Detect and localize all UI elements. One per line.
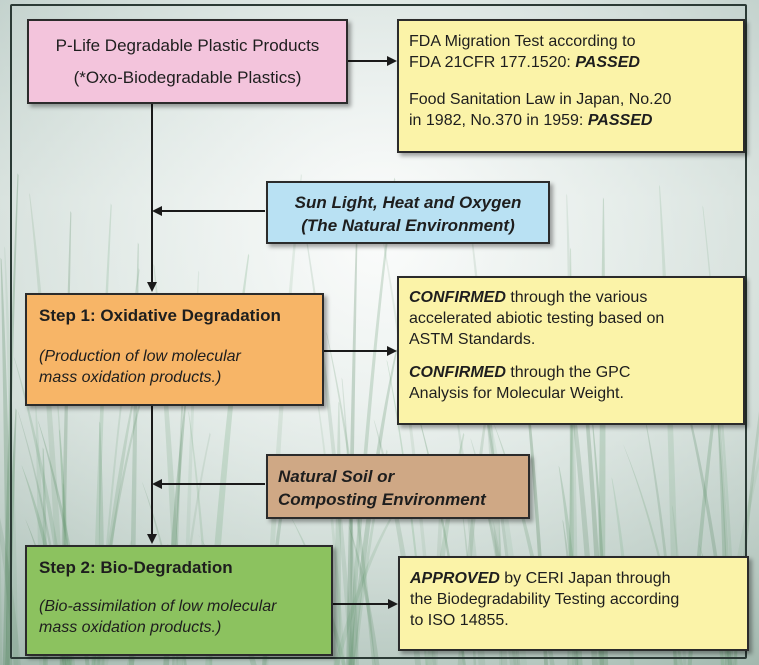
grass-blade — [0, 257, 13, 665]
approved-line-2: the Biodegradability Testing according — [410, 591, 680, 608]
grass-blade — [302, 216, 354, 665]
step2-desc-line-1: (Bio-assimilation of low molecular — [39, 598, 277, 615]
approved-box: APPROVED by CERI Japan through the Biode… — [398, 556, 749, 651]
soil-line-2: Composting Environment — [278, 490, 486, 509]
step2-title: Step 2: Bio-Degradation — [39, 558, 233, 577]
food-law-standard: in 1982, No.370 in 1959: — [409, 112, 588, 129]
grass-blade — [349, 348, 398, 665]
products-box: P-Life Degradable Plastic Products (*Oxo… — [27, 19, 348, 104]
soil-box: Natural Soil or Composting Environment — [266, 454, 530, 519]
approved-line-3: to ISO 14855. — [410, 612, 509, 629]
grass-blade — [326, 331, 376, 665]
fda-standard: FDA 21CFR 177.1520: — [409, 54, 576, 71]
confirmed-box: CONFIRMED through the various accelerate… — [397, 276, 745, 425]
fda-line-1: FDA Migration Test according to — [409, 33, 636, 50]
sunlight-box: Sun Light, Heat and Oxygen (The Natural … — [266, 181, 550, 244]
grass-blade — [0, 517, 3, 665]
grass-blade — [341, 377, 359, 665]
confirmed-status-1: CONFIRMED — [409, 289, 506, 306]
confirmed-p2-rest: through the GPC — [505, 364, 631, 381]
step1-desc-line-2: mass oxidation products.) — [39, 369, 222, 386]
fda-status-passed: PASSED — [575, 54, 640, 71]
sunlight-line-1: Sun Light, Heat and Oxygen — [294, 193, 522, 212]
grass-blade — [313, 378, 346, 665]
fda-test-box: FDA Migration Test according to FDA 21CF… — [397, 19, 745, 153]
grass-blade — [349, 485, 355, 665]
step1-title: Step 1: Oxidative Degradation — [39, 306, 281, 325]
approved-rest: by CERI Japan through — [499, 570, 671, 587]
confirmed-p1-rest: through the various — [505, 289, 648, 306]
grass-blade — [468, 214, 508, 665]
fda-line-3: Food Sanitation Law in Japan, No.20 — [409, 91, 672, 108]
confirmed-p2-line-2: Analysis for Molecular Weight. — [409, 385, 624, 402]
products-title: P-Life Degradable Plastic Products — [55, 36, 320, 55]
grass-blade — [346, 213, 358, 665]
grass-blade — [348, 525, 380, 665]
grass-blade — [347, 177, 396, 665]
grass-blade — [263, 173, 302, 665]
fda-line-2: FDA 21CFR 177.1520: PASSED — [409, 52, 735, 73]
confirmed-p1-line-2: accelerated abiotic testing based on — [409, 310, 665, 327]
confirmed-p1-line-1: CONFIRMED through the various — [409, 287, 735, 308]
step2-desc-line-2: mass oxidation products.) — [39, 619, 222, 636]
sunlight-line-2: (The Natural Environment) — [301, 216, 515, 235]
confirmed-status-2: CONFIRMED — [409, 364, 506, 381]
grass-blade — [334, 516, 392, 665]
fda-line-4: in 1982, No.370 in 1959: PASSED — [409, 110, 735, 131]
diagram-frame — [10, 4, 747, 659]
step1-desc-line-1: (Production of low molecular — [39, 348, 241, 365]
step1-box: Step 1: Oxidative Degradation (Productio… — [25, 293, 324, 406]
soil-line-1: Natural Soil or — [278, 467, 395, 486]
approved-line-1: APPROVED by CERI Japan through — [410, 568, 739, 589]
grass-blade — [352, 449, 388, 665]
confirmed-p2-line-1: CONFIRMED through the GPC — [409, 362, 735, 383]
confirmed-p1-line-3: ASTM Standards. — [409, 331, 536, 348]
grass-blade — [287, 510, 346, 665]
approved-status: APPROVED — [410, 570, 500, 587]
food-law-status-passed: PASSED — [587, 112, 653, 129]
step2-box: Step 2: Bio-Degradation (Bio-assimilatio… — [25, 545, 333, 656]
products-subtitle: (*Oxo-Biodegradable Plastics) — [73, 68, 302, 87]
